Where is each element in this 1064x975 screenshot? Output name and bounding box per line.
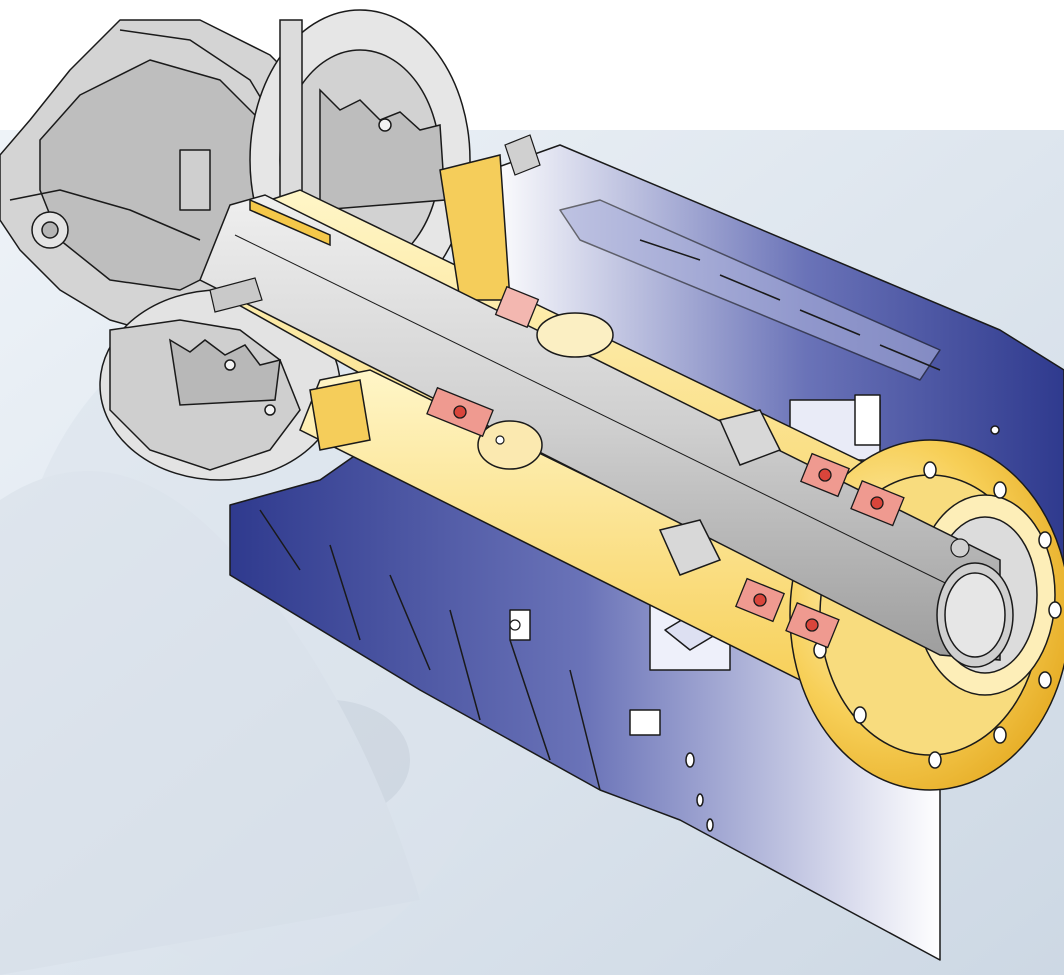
bearing-seals — [426, 285, 905, 649]
bearing-races — [477, 312, 782, 576]
seal-1 — [494, 285, 540, 329]
lower-gear-wheel — [99, 289, 341, 481]
flange-bolt-holes — [813, 461, 1062, 769]
fittings-and-screws — [209, 134, 970, 631]
main-shaft — [199, 194, 1014, 668]
